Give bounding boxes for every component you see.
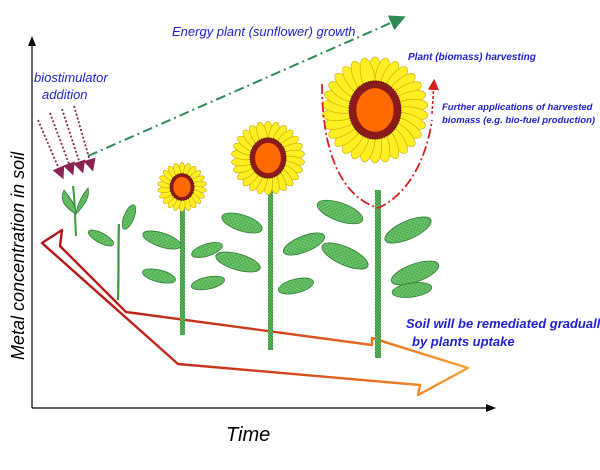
y-axis-label: Metal concentration in soil xyxy=(8,151,28,360)
sunflower-large xyxy=(316,56,440,358)
sunflower-leaf xyxy=(384,216,432,244)
sunflower-leaf xyxy=(390,260,440,286)
seedling-small xyxy=(61,185,89,237)
seedling-stem xyxy=(116,223,121,301)
biostimulator-arrow xyxy=(37,119,65,180)
sunflower-head xyxy=(157,162,207,212)
biostimulator-arrow xyxy=(73,105,96,172)
sunflower-disc xyxy=(255,142,281,174)
seedling-leaf xyxy=(75,187,89,216)
sunflower-small xyxy=(142,162,226,335)
seedling-leaf xyxy=(88,229,114,247)
growth-label: Energy plant (sunflower) growth xyxy=(172,24,356,39)
sunflower-leaf xyxy=(142,268,176,284)
seedling-medium xyxy=(88,204,137,301)
axes: Metal concentration in soil Time xyxy=(8,36,496,446)
sunflower-leaf xyxy=(282,232,326,256)
sunflower-leaf xyxy=(278,277,314,295)
sunflower-leaf xyxy=(191,242,223,258)
remediation-trend-arrow xyxy=(40,228,470,397)
sunflower-disc xyxy=(356,88,394,132)
harvest-label: Plant (biomass) harvesting xyxy=(408,52,536,63)
applications-label-line2: biomass (e.g. bio-fuel production) xyxy=(442,115,595,126)
x-axis-arrowhead xyxy=(486,404,496,412)
growth-trend-arrow xyxy=(87,15,406,157)
sunflower-leaf xyxy=(142,230,182,250)
x-axis-label: Time xyxy=(226,424,270,446)
sunflower-leaf xyxy=(215,251,261,273)
harvest-curve xyxy=(321,83,433,209)
biostimulator-label-line2: addition xyxy=(42,87,88,102)
remediation-label-line2: by plants uptake xyxy=(412,334,515,349)
sunflower-medium xyxy=(215,120,326,350)
biostimulator-arrow xyxy=(61,108,86,174)
biostimulator-arrow xyxy=(49,112,75,176)
sunflower-leaf xyxy=(391,282,433,298)
sunflower-leaf xyxy=(321,242,369,270)
sunflower-stem xyxy=(268,190,273,350)
sunflower-leaf xyxy=(316,199,364,225)
seedling-leaf xyxy=(121,204,137,230)
sunflower-leaf xyxy=(221,212,263,234)
sunflower-leaf xyxy=(190,275,226,291)
remediation-label-line1: Soil will be remediated gradually xyxy=(406,316,600,331)
applications-label-line1: Further applications of harvested xyxy=(442,102,593,113)
seedling-leaf xyxy=(61,189,77,215)
y-axis-arrowhead xyxy=(28,36,36,46)
sunflower-head xyxy=(321,56,429,164)
sunflower-head xyxy=(231,120,305,196)
sunflower-stem xyxy=(180,200,185,335)
sunflower-stem xyxy=(375,190,381,358)
harvest-up-arrow xyxy=(427,78,440,115)
sunflower-disc xyxy=(173,176,191,198)
biostimulator-label-line1: biostimulator xyxy=(34,70,108,85)
biostimulator-arrows xyxy=(37,105,96,180)
